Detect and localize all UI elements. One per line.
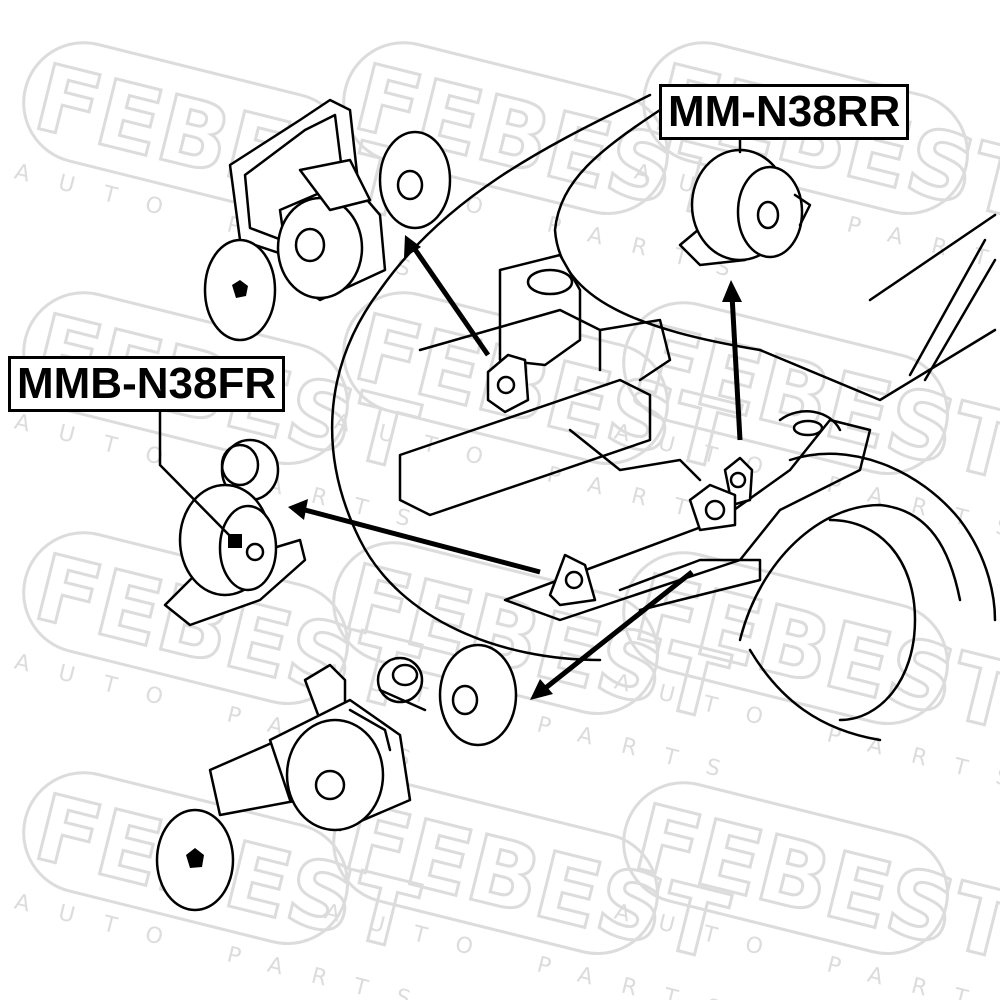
front-mount-part: [163, 438, 307, 627]
arrow-head: [404, 235, 421, 258]
arrow-head: [722, 280, 742, 302]
arrow-rear-mount: [729, 294, 743, 441]
arrow-head: [530, 679, 553, 700]
arrow-front-mount: [304, 507, 541, 575]
vehicle-body: [330, 93, 997, 742]
leader-line-front: [158, 408, 234, 540]
upper-engine-mount-part: [203, 98, 452, 342]
arrows: [288, 235, 743, 700]
arrow-head: [288, 499, 308, 520]
arrow-upper-mount: [409, 243, 491, 357]
arrow-lower-mount: [541, 570, 694, 692]
installed-mounts: [486, 353, 754, 607]
rear-mount-part: [678, 148, 812, 267]
part-label-front-mount: MMB-N38FR: [8, 356, 286, 412]
part-label-rear-mount: MM-N38RR: [659, 84, 910, 140]
lower-mount-part: [155, 643, 518, 912]
